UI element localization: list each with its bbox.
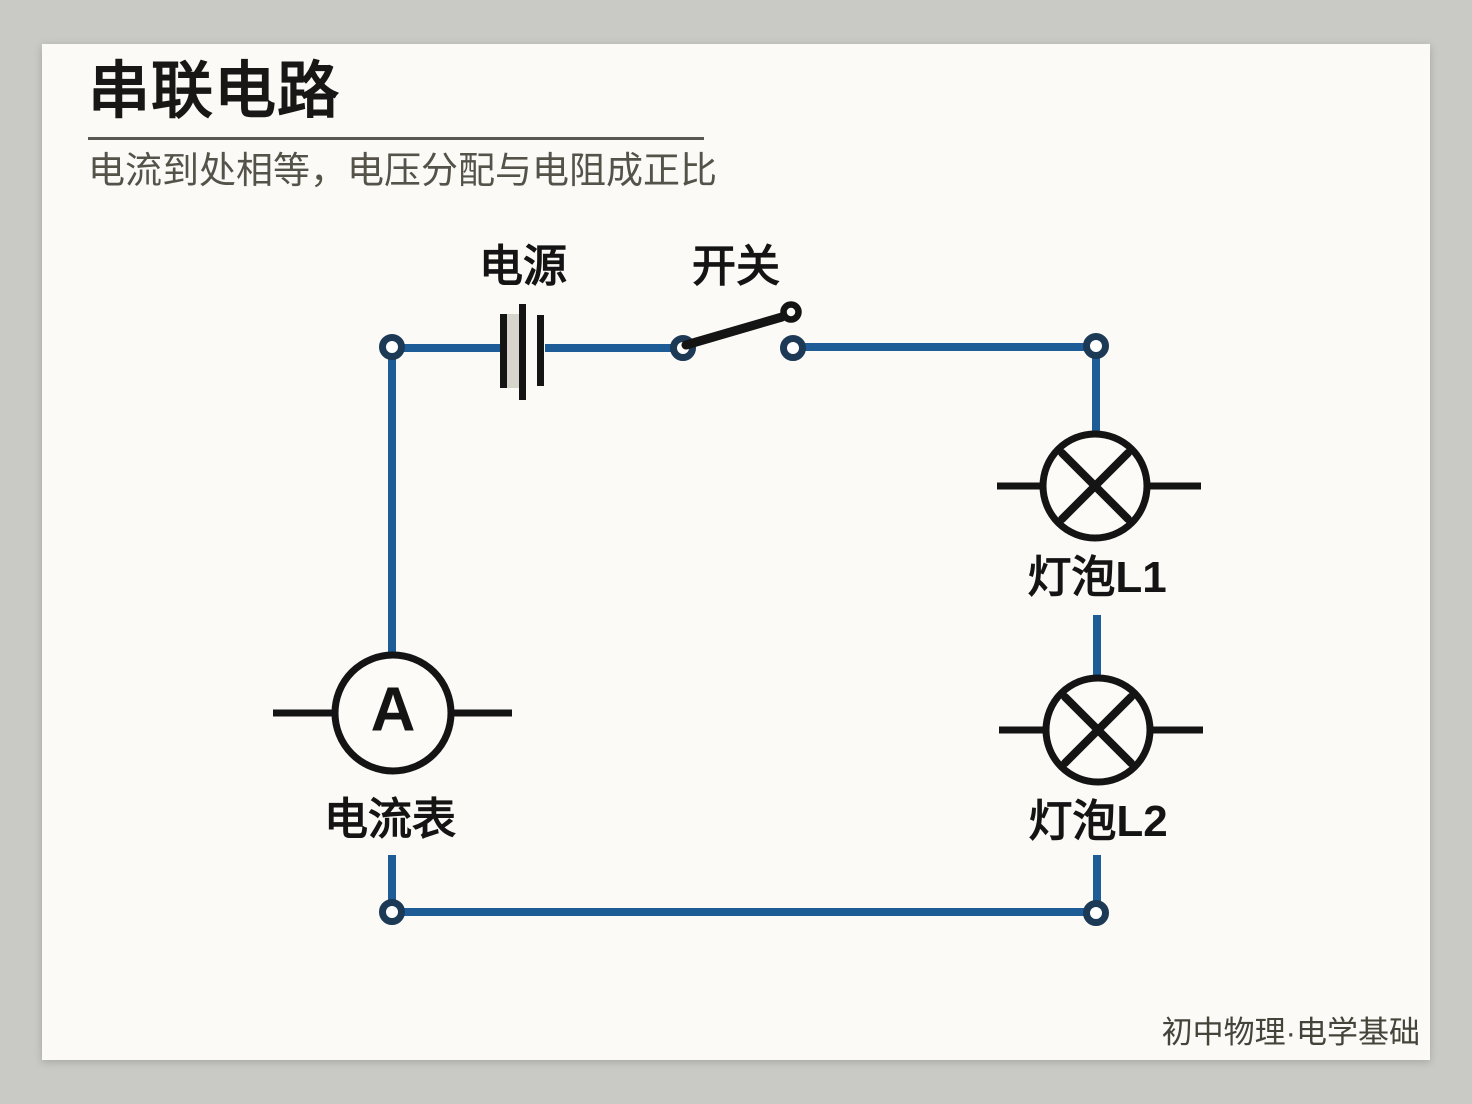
circuit-diagram — [273, 301, 1203, 926]
page-title: 串联电路 — [88, 57, 341, 126]
node-top-right — [1083, 333, 1109, 359]
ammeter-symbol — [273, 651, 512, 775]
switch-label: 开关 — [692, 242, 780, 291]
switch-arm — [681, 312, 787, 350]
title-underline — [88, 137, 704, 140]
page-subtitle: 电流到处相等，电压分配与电阻成正比 — [88, 150, 717, 191]
ammeter-letter: A — [370, 675, 416, 745]
node-switch-right — [780, 335, 806, 361]
battery-cell-body — [507, 314, 520, 388]
lamp1-label: 灯泡L1 — [1027, 553, 1167, 602]
node-top-left — [379, 334, 405, 360]
ammeter-circle — [331, 651, 455, 775]
circuit-nodes — [379, 333, 1109, 926]
battery-plate-long — [519, 304, 526, 400]
battery-symbol — [500, 304, 544, 400]
battery-label: 电源 — [479, 242, 567, 291]
footer-text: 初中物理·电学基础 — [1161, 1015, 1420, 1050]
circuit-wires — [388, 343, 1101, 916]
switch-symbol — [681, 301, 802, 350]
battery-plate-short-left — [500, 314, 507, 388]
node-bottom-left — [379, 899, 405, 925]
node-bottom-right — [1083, 900, 1109, 926]
lamp2-cross-line — [1061, 693, 1135, 767]
lamp1-symbol — [997, 430, 1201, 542]
lamp2-symbol — [999, 674, 1203, 786]
lamp1-cross-line — [1058, 449, 1132, 523]
ammeter-label: 电流表 — [324, 795, 456, 844]
lamp2-label: 灯泡L2 — [1028, 797, 1168, 846]
slide-card: 串联电路 电流到处相等，电压分配与电阻成正比 — [42, 44, 1430, 1060]
switch-pivot — [780, 301, 802, 323]
battery-plate-short-right — [537, 315, 544, 386]
